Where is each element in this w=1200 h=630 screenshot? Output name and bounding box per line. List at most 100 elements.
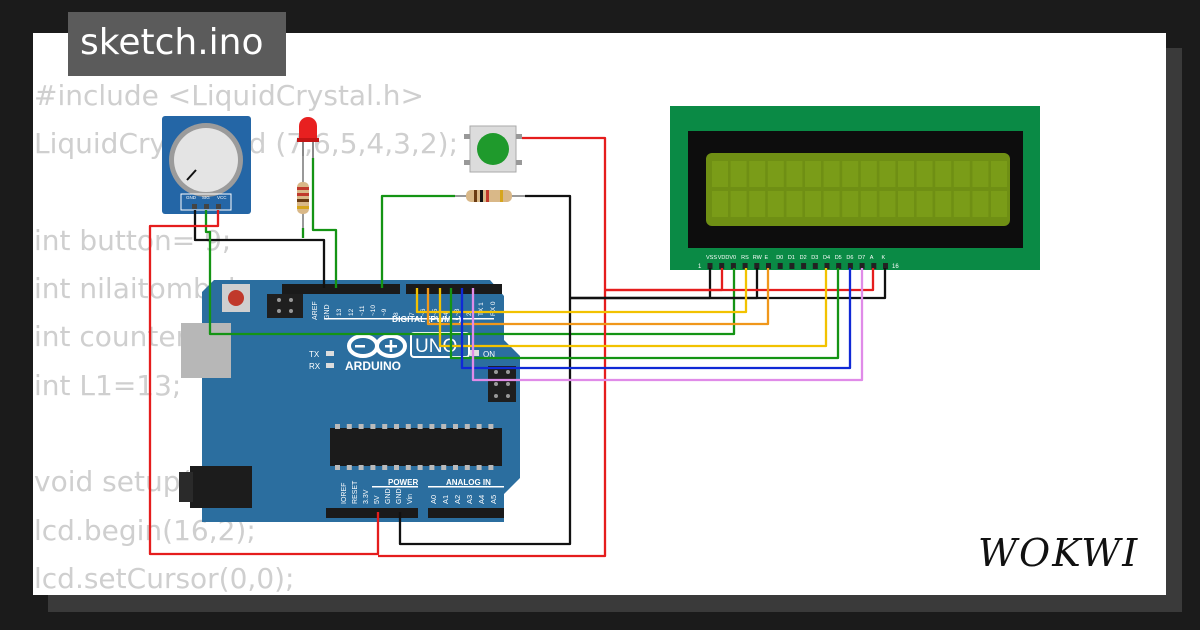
lcd-pin[interactable] bbox=[719, 263, 725, 269]
digital-pin-label: 8 bbox=[393, 312, 400, 316]
lcd-pin[interactable] bbox=[789, 263, 795, 269]
digital-pin-label: 2 bbox=[466, 312, 473, 316]
power-label: POWER bbox=[388, 478, 418, 487]
usb-port bbox=[181, 323, 231, 378]
lcd-pin-last: 16 bbox=[892, 264, 899, 270]
lcd-pin-label: D2 bbox=[800, 255, 807, 261]
on-label: ON bbox=[483, 350, 495, 359]
lcd-pin[interactable] bbox=[707, 263, 713, 269]
tx-led-label: TX bbox=[309, 350, 320, 359]
reset-button[interactable] bbox=[222, 284, 250, 312]
code-line: int counter; bbox=[34, 320, 197, 354]
analog-label: ANALOG IN bbox=[446, 478, 491, 487]
code-background: #include <LiquidCrystal.h>LiquidCrystal … bbox=[34, 72, 458, 603]
atmega-chip bbox=[330, 424, 502, 470]
lcd-pin-label: D7 bbox=[858, 255, 865, 261]
knob-icon[interactable] bbox=[174, 128, 238, 192]
power-pin-label: IOREF bbox=[341, 483, 348, 504]
digital-header-right bbox=[406, 284, 502, 294]
rx-led bbox=[326, 363, 334, 368]
rx-led-label: RX bbox=[309, 362, 321, 371]
digital-pin-label: ~9 bbox=[381, 308, 388, 316]
lcd-pin-label: VSS bbox=[706, 255, 717, 261]
lcd-pin[interactable] bbox=[766, 263, 771, 269]
file-title-tab[interactable]: sketch.ino bbox=[68, 12, 286, 76]
potentiometer[interactable]: GND SIG VCC bbox=[162, 116, 251, 214]
resistor-button[interactable] bbox=[455, 190, 525, 202]
lcd-pin[interactable] bbox=[847, 263, 853, 269]
lcd-pin-label: D4 bbox=[823, 255, 830, 261]
power-pin-label: Vin bbox=[407, 494, 414, 504]
lcd-pin-label: VDD bbox=[718, 255, 730, 261]
lcd-pin[interactable] bbox=[730, 263, 736, 269]
lcd-pin-label: D5 bbox=[835, 255, 842, 261]
power-pin-label: 3.3V bbox=[363, 489, 370, 504]
lcd-pin-label: E bbox=[765, 255, 769, 261]
lcd-pin[interactable] bbox=[871, 263, 877, 269]
lcd-pin[interactable] bbox=[836, 263, 842, 269]
power-pin-label: RESET bbox=[352, 480, 359, 504]
digital-pin-label: 13 bbox=[336, 308, 343, 316]
lcd-pin-label: K bbox=[882, 255, 886, 261]
analog-pin-label: A5 bbox=[489, 495, 498, 504]
digital-pin-label: 12 bbox=[348, 308, 355, 316]
code-line: #include <LiquidCrystal.h> bbox=[34, 79, 424, 112]
analog-pin-label: A2 bbox=[453, 495, 462, 504]
power-header bbox=[326, 508, 418, 518]
code-line: int L1=13; bbox=[34, 368, 182, 402]
lcd-pin[interactable] bbox=[742, 263, 748, 269]
gnd-label: GND bbox=[324, 304, 331, 320]
lcd-pin-label: D6 bbox=[846, 255, 853, 261]
lcd-pin[interactable] bbox=[812, 263, 818, 269]
digital-pin-label: 4 bbox=[443, 312, 450, 316]
lcd-pin[interactable] bbox=[754, 263, 760, 269]
logo-text: WOKWI bbox=[978, 531, 1139, 575]
lcd-pin-label: A bbox=[870, 255, 874, 261]
power-pin-label: GND bbox=[385, 488, 392, 504]
digital-pin-label: RX 0 bbox=[490, 301, 497, 316]
analog-pin-label: A0 bbox=[429, 495, 438, 504]
tx-led bbox=[326, 351, 334, 356]
lcd-pin-label: RW bbox=[753, 255, 763, 261]
lcd-pin-label: V0 bbox=[729, 255, 736, 261]
lcd-pin[interactable] bbox=[883, 263, 888, 269]
code-line: lcd.setCursor(0,0); bbox=[34, 561, 295, 595]
power-pin-label: 5V bbox=[374, 495, 381, 504]
lcd-pin-label: D3 bbox=[811, 255, 818, 261]
icsp-header bbox=[267, 294, 303, 318]
icsp-header-right bbox=[488, 366, 516, 402]
pot-pin-label: SIG bbox=[202, 195, 210, 200]
digital-pin-label: ~10 bbox=[370, 305, 377, 316]
digital-header-left bbox=[282, 284, 400, 294]
power-jack bbox=[190, 466, 252, 508]
wires bbox=[148, 136, 887, 558]
analog-pin-label: A3 bbox=[465, 495, 474, 504]
analog-header bbox=[428, 508, 504, 518]
lcd-pin[interactable] bbox=[801, 263, 807, 269]
push-button[interactable] bbox=[464, 125, 522, 173]
lcd-pin-first: 1 bbox=[698, 264, 702, 270]
lcd-pin-label: D0 bbox=[776, 255, 783, 261]
lcd-pin[interactable] bbox=[859, 263, 865, 269]
lcd-pin-label: D1 bbox=[788, 255, 795, 261]
code-line: int button= 9; bbox=[34, 223, 232, 257]
red-led[interactable] bbox=[297, 117, 319, 158]
arduino-logo-icon bbox=[347, 334, 407, 358]
digital-pin-label: ~11 bbox=[359, 305, 366, 316]
resistor-led[interactable] bbox=[297, 156, 309, 232]
lcd-pin[interactable] bbox=[777, 263, 783, 269]
digital-pin-label: TX 1 bbox=[478, 302, 485, 316]
on-led bbox=[470, 350, 479, 356]
pot-pin-label: GND bbox=[186, 195, 197, 200]
power-pin-label: GND bbox=[396, 488, 403, 504]
uno-model: UNO bbox=[415, 336, 457, 357]
lcd-pin[interactable] bbox=[824, 263, 830, 269]
wokwi-logo: WOKWI bbox=[978, 531, 1139, 575]
analog-pin-label: A4 bbox=[477, 495, 486, 504]
digital-pin-label: 7 bbox=[409, 312, 416, 316]
digital-label: DIGITAL (PWM ~) bbox=[392, 314, 462, 324]
analog-pin-label: A1 bbox=[441, 495, 450, 504]
